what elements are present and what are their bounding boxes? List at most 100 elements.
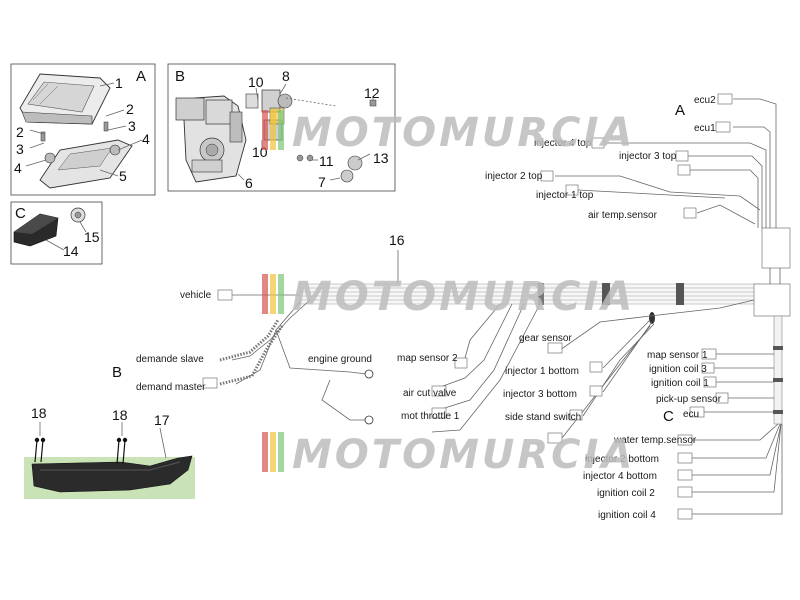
label-mot-throttle-1: mot throttle 1	[401, 411, 460, 422]
connector-water-temp-sensor-box	[677, 434, 693, 446]
harness-cover	[24, 422, 195, 499]
label-pick-up-sensor: pick-up sensor	[656, 394, 722, 405]
part-number-4-left: 4	[14, 160, 22, 176]
part-number-3-right: 3	[128, 118, 136, 134]
label-injector-3-top: injector 3 top	[619, 151, 677, 162]
part-number-14: 14	[63, 243, 79, 259]
label-gear-sensor: gear sensor	[519, 333, 572, 344]
connector-injector-4-top-box	[591, 137, 605, 149]
label-injector-1-top: injector 1 top	[536, 190, 594, 201]
label-ignition-coil-3: ignition coil 3	[649, 364, 707, 375]
braided-cable-slave	[219, 319, 280, 362]
connector-misc-box	[547, 432, 563, 444]
part-number-6: 6	[245, 175, 253, 191]
connector-gear-sensor-box	[547, 342, 563, 354]
label-injector-4-bottom: injector 4 bottom	[583, 471, 657, 482]
panel-c: C 14 15	[10, 201, 103, 265]
connector-air-cut-valve-box	[431, 385, 447, 397]
part-number-13: 13	[373, 150, 389, 166]
part-number-16: 16	[389, 232, 405, 248]
connector-injector-4-bottom-box	[677, 469, 693, 481]
junction-block-lower	[753, 283, 791, 317]
label-ecu: ecu	[683, 409, 699, 420]
part-number-11: 11	[319, 153, 334, 169]
harness-grommet	[649, 312, 655, 324]
part-number-17: 17	[154, 412, 170, 428]
label-air-cut-valve: air cut valve	[403, 388, 457, 399]
label-injector-3-bottom: injector 3 bottom	[503, 389, 577, 400]
label-engine-ground: engine ground	[308, 354, 372, 365]
junction-block-upper	[761, 227, 791, 269]
label-ignition-coil-2: ignition coil 2	[597, 488, 655, 499]
connector-air-temp-sensor-box	[683, 207, 697, 219]
part-number-10-top: 10	[248, 74, 264, 90]
label-vehicle: vehicle	[180, 290, 212, 301]
connector-injector-2-bottom-box	[677, 452, 693, 464]
label-side-stand-switch: side stand switch	[505, 412, 581, 423]
part-number-5: 5	[119, 168, 127, 184]
connector-vehicle-box	[217, 289, 233, 301]
harness-cover-part	[31, 455, 193, 493]
connector-map-sensor-1-box	[701, 348, 717, 360]
panel-a: A 1 2 2 3	[10, 63, 156, 196]
part-number-18-left: 18	[31, 405, 47, 421]
label-injector-2-top: injector 2 top	[485, 171, 543, 182]
label-map-sensor-2: map sensor 2	[397, 353, 458, 364]
label-ignition-coil-1: ignition coil 1	[651, 378, 709, 389]
watermark-text-top: MOTOMURCIA	[292, 110, 635, 156]
label-injector-2-bottom: injector 2 bottom	[585, 454, 659, 465]
throttle-body-drawing	[175, 95, 247, 183]
label-air-temp-sensor: air temp.sensor	[588, 210, 658, 221]
harness-letter-a: A	[675, 102, 685, 119]
watermark-middle: MOTOMURCIA	[262, 274, 632, 320]
part-number-1: 1	[115, 75, 123, 91]
connector-pick-up-sensor-box	[715, 392, 729, 404]
connector-injector-2-top-box	[540, 170, 554, 182]
connector-mot-throttle-1-box	[431, 407, 447, 419]
label-ignition-coil-4: ignition coil 4	[598, 510, 656, 521]
harness-clip-2	[676, 283, 684, 305]
label-ecu1: ecu1	[694, 123, 716, 134]
connector-map-sensor-2-box	[454, 357, 468, 369]
harness-letter-b: B	[112, 364, 122, 381]
grommet-drawing	[70, 207, 86, 223]
connector-injector-1-bottom-box	[589, 361, 603, 373]
panel-a-letter: A	[136, 68, 146, 85]
part-number-4-right: 4	[142, 131, 150, 147]
connector-ecu1-box	[715, 121, 731, 133]
part-number-8: 8	[282, 68, 290, 84]
connector-demand-master-box	[202, 377, 218, 389]
connector-ignition-coil-2-box	[677, 486, 693, 498]
harness-clip-3	[538, 283, 544, 305]
label-map-sensor-1: map sensor 1	[647, 350, 708, 361]
connector-injector-1-top-box	[565, 184, 579, 196]
watermark-top: MOTOMURCIA	[262, 110, 635, 156]
part-number-2-right: 2	[126, 101, 134, 117]
engine-ground-eyelet	[364, 369, 374, 379]
ecu-unit-drawing	[19, 73, 111, 125]
panel-c-letter: C	[15, 205, 26, 222]
part-number-18-right: 18	[112, 407, 128, 423]
label-water-temp-sensor: water temp.sensor	[613, 435, 697, 446]
part-number-15: 15	[84, 229, 100, 245]
connector-side-stand-switch-box	[569, 409, 583, 421]
connector-ecu-box	[689, 406, 705, 418]
label-injector-1-bottom: injector 1 bottom	[505, 366, 579, 377]
label-demande-slave: demande slave	[136, 354, 204, 365]
connector-ecu2-box	[717, 93, 733, 105]
harness-letter-c: C	[663, 408, 674, 425]
panel-b-letter: B	[175, 68, 185, 85]
part-number-7: 7	[318, 174, 326, 190]
braided-cable-master	[219, 325, 284, 386]
label-demand-master: demand master	[136, 382, 206, 393]
main-harness	[219, 98, 791, 515]
connector-aux-box	[677, 164, 691, 176]
watermark-bottom: MOTOMURCIA	[262, 432, 635, 478]
watermark-text-bottom: MOTOMURCIA	[292, 432, 635, 478]
label-injector-4-top: injector 4 top	[534, 138, 592, 149]
label-ecu2: ecu2	[694, 95, 716, 106]
connector-injector-3-bottom-box	[589, 385, 603, 397]
sensor-module-drawing	[13, 213, 59, 247]
harness-right-branch	[773, 315, 783, 425]
connector-injector-3-top-box	[675, 150, 689, 162]
